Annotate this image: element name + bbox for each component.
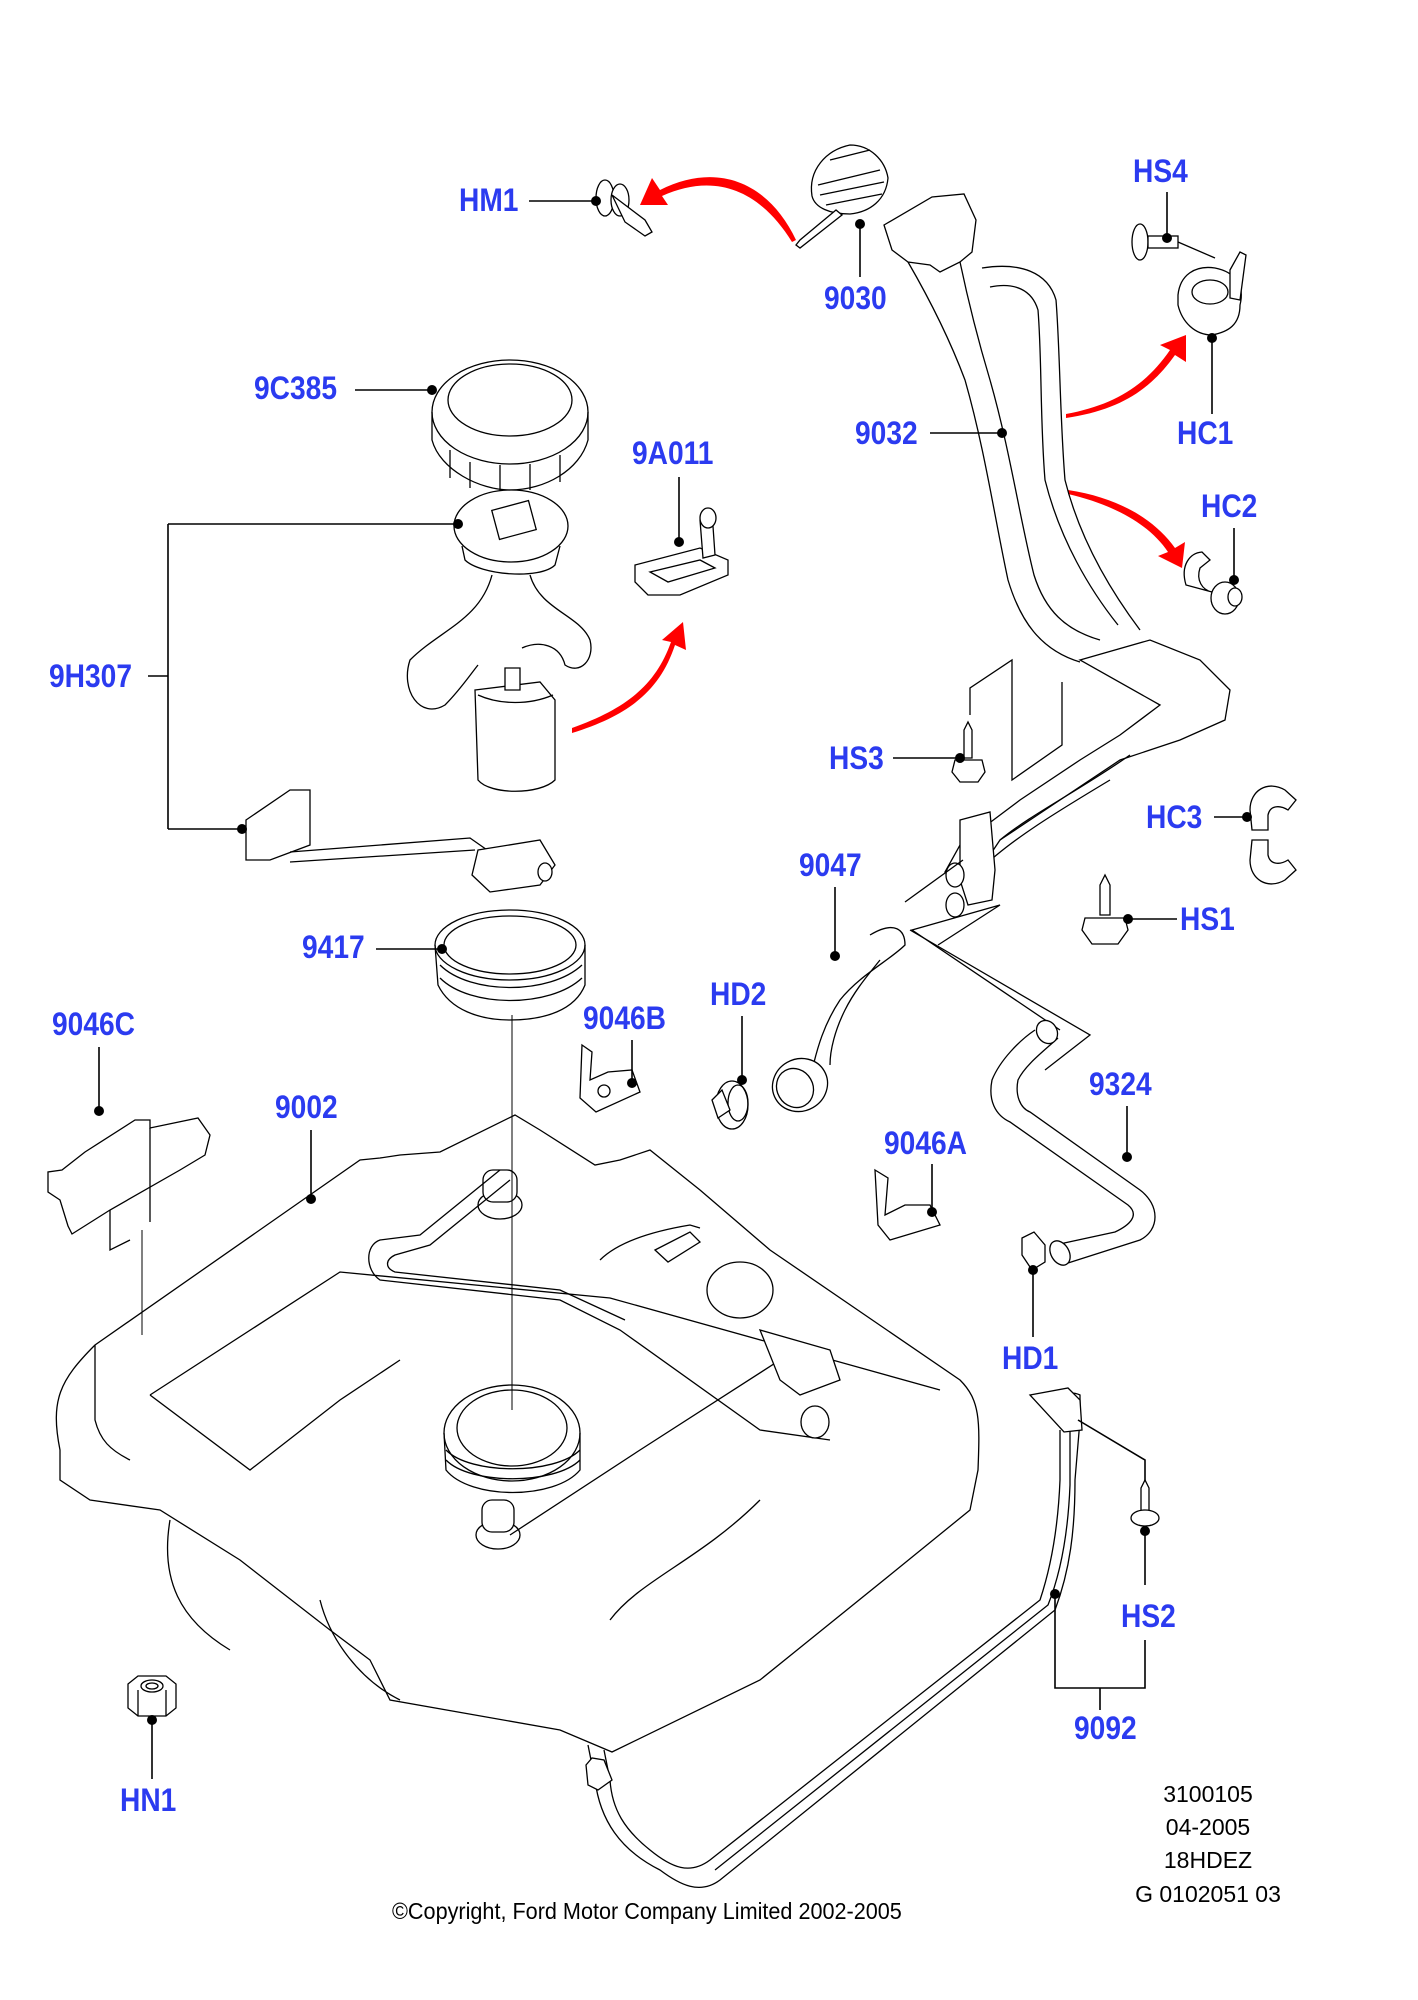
callout-hd2[interactable]: HD2 [710,976,767,1012]
callout-hc3[interactable]: HC3 [1146,799,1203,835]
callout-9h307[interactable]: 9H307 [49,658,132,694]
callout-hc2[interactable]: HC2 [1201,488,1258,524]
leader-9h307 [148,519,463,834]
leader-hs2 [1050,1419,1150,1710]
hose-9047-drawing [771,926,906,1113]
callout-9324[interactable]: 9324 [1089,1066,1152,1102]
callout-9030[interactable]: 9030 [824,280,887,316]
copyright-notice: ©Copyright, Ford Motor Company Limited 2… [392,1898,902,1924]
leader-9a011 [674,477,684,547]
callout-hn1[interactable]: HN1 [120,1782,177,1818]
callout-hs4[interactable]: HS4 [1133,153,1188,189]
filler-cap-drawing [795,144,889,249]
arrow-hc2 [1068,490,1185,568]
leader-hd1 [1028,1265,1038,1337]
clip-hm1-drawing [595,179,653,237]
drawing-number: 3100105 [1163,1781,1253,1807]
seal-ring-drawing [434,909,586,1021]
filler-pipe-drawing [883,193,1231,1071]
hs3-screw-drawing [951,658,1063,783]
hs2-screw-drawing [1130,1478,1160,1527]
drawing-date: 04-2005 [1165,1814,1251,1840]
hc2-clip-drawing [1183,551,1243,615]
fuel-sender-drawing [245,489,592,893]
sender-cover-drawing [634,507,729,596]
callout-hd1[interactable]: HD1 [1002,1340,1059,1376]
leader-hm1 [529,196,601,206]
callout-9a011[interactable]: 9A011 [632,435,714,471]
hc3-clip-drawing [1249,785,1297,885]
callout-hm1[interactable]: HM1 [459,182,519,218]
leader-hc2 [1229,528,1239,585]
hs4-screw-drawing [1131,223,1216,261]
fuel-tank-drawing [55,1114,980,1753]
clamp-hd1-drawing [1021,1231,1046,1271]
leader-9002 [306,1130,316,1204]
graphic-reference: G 0102051 03 [1135,1881,1281,1907]
leader-9030 [855,219,865,277]
callout-9417[interactable]: 9417 [302,929,365,965]
leader-hn1 [147,1715,157,1779]
leader-9047 [830,887,840,961]
callout-9046a[interactable]: 9046A [884,1125,967,1161]
leader-9046a [927,1164,937,1217]
callout-9032[interactable]: 9032 [855,415,918,451]
arrow-hc1 [1066,335,1186,418]
bracket-9046a-drawing [874,1168,941,1241]
leader-9c385 [355,385,437,395]
model-code: 18HDEZ [1163,1847,1253,1873]
leader-9046b [627,1040,637,1088]
clamp-hd2-drawing [711,1080,749,1130]
leader-9032 [930,428,1007,438]
callout-9046b[interactable]: 9046B [583,1000,666,1036]
hose-9324-drawing [990,1019,1156,1266]
leader-9417 [376,944,513,1410]
leader-hs1 [1123,914,1177,924]
callout-9c385[interactable]: 9C385 [254,370,337,406]
leader-hs3 [893,753,965,763]
leader-9324 [1122,1106,1132,1162]
strap-9092-drawing [585,1387,1083,1889]
callout-9092[interactable]: 9092 [1074,1710,1137,1746]
arrow-hm1 [640,177,796,242]
callout-9046c[interactable]: 9046C [52,1006,135,1042]
lock-ring-drawing [431,359,589,492]
callout-hs2[interactable]: HS2 [1121,1598,1176,1634]
arrow-9a011 [572,622,686,733]
hc1-clip-drawing [1177,251,1247,336]
callout-9047[interactable]: 9047 [799,847,862,883]
leader-9046c [94,1047,143,1335]
callout-hs1[interactable]: HS1 [1180,901,1235,937]
hs1-screw-drawing [1081,873,1129,945]
leader-hd2 [737,1016,747,1085]
nut-hn1-drawing [127,1675,177,1717]
leader-hs4 [1162,192,1172,243]
leader-hc1 [1207,333,1217,414]
leader-hc3 [1214,812,1252,822]
callout-hs3[interactable]: HS3 [829,740,884,776]
callout-hc1[interactable]: HC1 [1177,415,1234,451]
callout-9002[interactable]: 9002 [275,1089,338,1125]
bracket-9046c-drawing [47,1117,211,1252]
